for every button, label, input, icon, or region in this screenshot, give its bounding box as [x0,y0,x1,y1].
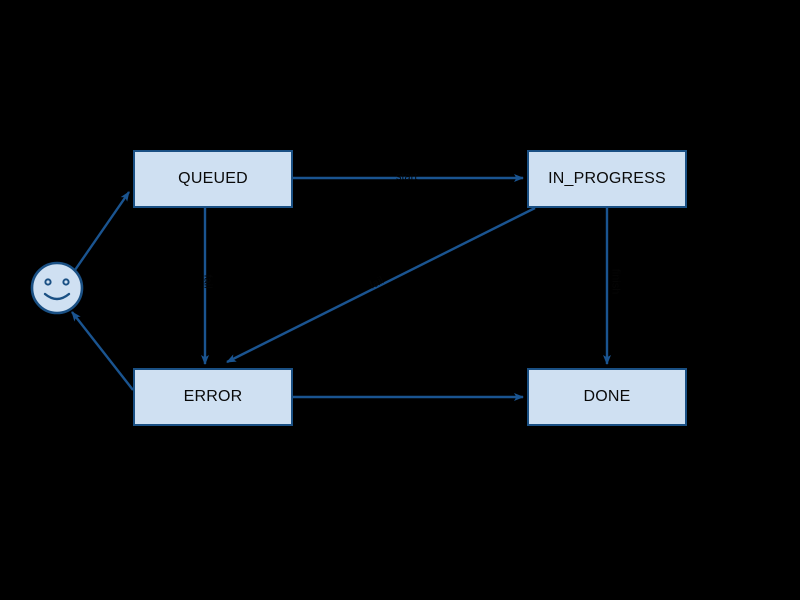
start-node[interactable] [30,261,84,315]
state-node-error[interactable]: ERROR [133,368,293,426]
state-node-queued-label: QUEUED [178,170,248,187]
state-node-error-label: ERROR [183,388,243,405]
smiley-right-eye-icon [62,278,70,286]
edge-in-progress-to-error [226,206,536,364]
edge-error-to-start [71,311,134,391]
edge-label-queued-to-in-progress: start [396,171,418,183]
state-node-in-progress[interactable]: IN_PROGRESS [527,150,687,208]
smiley-left-eye-icon [44,278,52,286]
start-node-circle [30,261,84,315]
state-node-done-label: DONE [583,388,631,405]
edge-label-in-progress-to-done: finish [609,268,622,295]
state-node-queued[interactable]: QUEUED [133,150,293,208]
edge-start-to-queued [74,191,130,271]
edge-label-queued-to-error: fail [201,274,214,289]
state-node-in-progress-label: IN_PROGRESS [548,170,666,187]
state-node-done[interactable]: DONE [527,368,687,426]
smiley-mouth-icon [43,292,71,301]
